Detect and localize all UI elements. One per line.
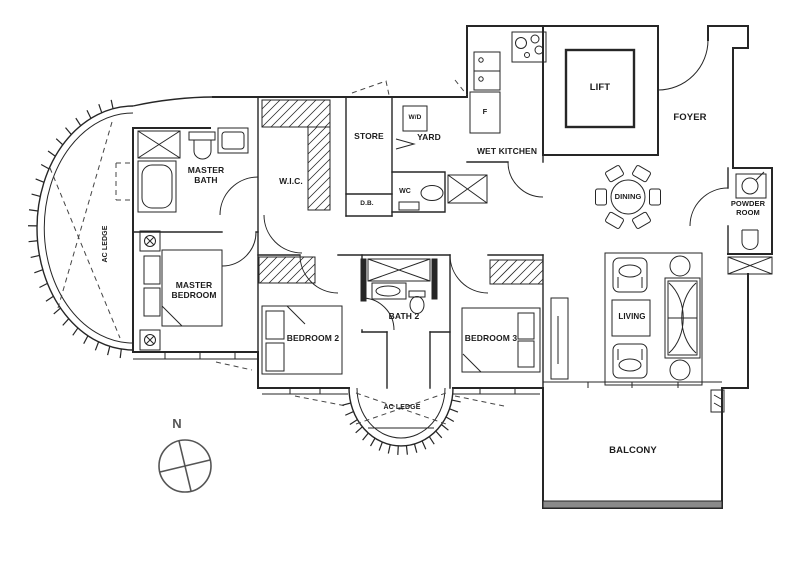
shower-icon [367, 258, 431, 282]
bedroom3-furniture [461, 259, 544, 373]
sink-icon [217, 127, 249, 154]
label-dining: DINING [614, 192, 642, 201]
pillow-icon [265, 342, 285, 372]
label-bedroom3: BEDROOM 3 [464, 333, 518, 343]
dining-chairs [595, 165, 661, 229]
label-wc: WC [399, 188, 411, 195]
ac-ledge-left-curve [28, 96, 214, 359]
wic-wardrobes [261, 99, 331, 211]
dashed-lines [49, 79, 505, 425]
label-powder-room: POWDER ROOM [730, 199, 766, 217]
yard-wc-fixtures [395, 105, 488, 211]
compass-icon [158, 439, 212, 493]
toilet-icon [741, 229, 759, 250]
label-ac-ledge-left: AC LEDGE [102, 225, 109, 263]
label-balcony: BALCONY [609, 445, 657, 456]
armchair-icon [612, 257, 648, 293]
downlight-icon [144, 235, 156, 247]
ac-ledge-bottom-louvres [341, 399, 461, 455]
label-wd: W/D [408, 114, 422, 121]
pillow-icon [143, 255, 161, 285]
wardrobe-hatch [261, 99, 331, 128]
lift-shaft [542, 25, 659, 156]
sink-icon [735, 173, 767, 199]
label-wic: W.I.C. [279, 176, 303, 186]
sink-icon [371, 282, 407, 300]
bedroom2-furniture [258, 256, 343, 375]
ironing-icon [395, 138, 416, 150]
pillow-icon [517, 312, 535, 340]
label-wet-kitchen: WET KITCHEN [476, 146, 538, 156]
label-master-bath: MASTER BATH [187, 165, 225, 185]
label-bath2: BATH 2 [388, 311, 420, 321]
label-living: LIVING [618, 312, 646, 321]
fridge-icon [469, 91, 501, 134]
shower-icon [137, 130, 181, 159]
pillow-icon [265, 310, 285, 340]
pillow-icon [517, 340, 535, 368]
living-furniture [550, 252, 703, 386]
label-foyer: FOYER [673, 112, 707, 123]
powder-room-fixtures [727, 171, 773, 275]
ac-ledge-bottom-curve [341, 387, 461, 455]
label-lift: LIFT [589, 82, 611, 93]
toilet-icon [420, 185, 444, 201]
label-master-bedroom: MASTER BEDROOM [171, 280, 217, 300]
bed-icon [461, 307, 541, 373]
windows [133, 352, 722, 395]
label-fridge: F [482, 107, 488, 116]
label-db: D.B. [360, 200, 374, 207]
balcony-details [542, 389, 725, 509]
kitchen-fixtures [469, 31, 547, 134]
ac-unit-icon [727, 256, 773, 275]
bed-icon [161, 249, 223, 327]
master-bath-fixtures [137, 127, 249, 213]
coffee-table-icon [611, 299, 651, 337]
master-bedroom-furniture [139, 230, 223, 351]
label-bedroom2: BEDROOM 2 [286, 333, 340, 343]
tv-console-icon [550, 297, 569, 380]
bath2-fixtures [360, 258, 438, 314]
side-table-icon [669, 359, 691, 381]
dining-table-icon [610, 179, 646, 215]
armchair-icon [612, 343, 648, 379]
stove-icon [511, 31, 547, 63]
wardrobe-hatch [307, 126, 331, 211]
downlight-icon [144, 334, 156, 346]
exterior-walls [132, 25, 773, 509]
bed-icon [261, 305, 343, 375]
label-yard: YARD [417, 132, 441, 142]
wardrobe-icon [258, 256, 316, 284]
side-table-icon [669, 255, 691, 277]
wardrobe-icon [489, 259, 544, 285]
ac-unit-icon [447, 174, 488, 204]
dining-set [595, 165, 661, 229]
label-compass-north: N [172, 416, 182, 431]
sink-icon [473, 51, 501, 72]
label-ac-ledge-bottom: AC LEDGE [383, 404, 421, 411]
washer-dryer-icon [402, 105, 428, 132]
toilet-icon [188, 131, 216, 141]
interior-walls [132, 25, 729, 389]
label-store: STORE [354, 131, 384, 141]
bathtub-icon [137, 160, 177, 213]
ac-ledge-left-louvres [28, 99, 122, 359]
sofa-icon [664, 277, 701, 359]
pillow-icon [143, 287, 161, 317]
